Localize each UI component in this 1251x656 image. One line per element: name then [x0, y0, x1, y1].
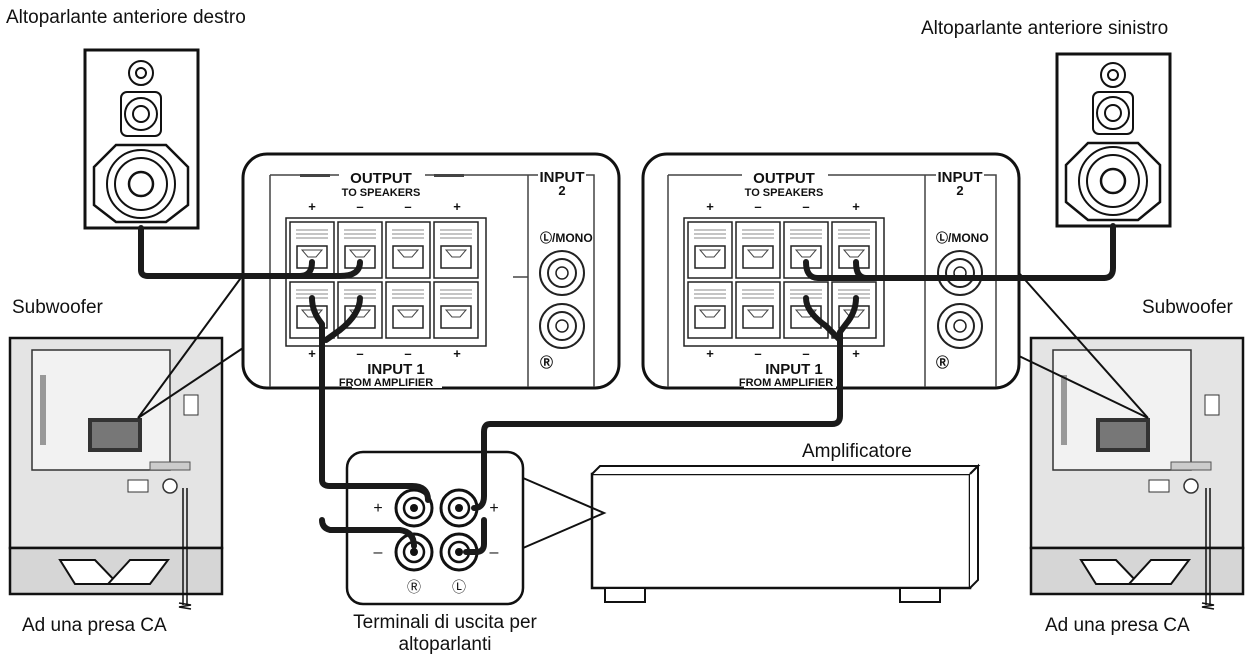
- callout-left: [137, 274, 244, 419]
- terminals-label-line1: Terminali di uscita per: [353, 612, 537, 633]
- subwoofer-left-label: Subwoofer: [12, 297, 104, 318]
- to-speakers-label-left: TO SPEAKERS: [342, 187, 421, 199]
- amp-plus-left: +: [373, 500, 382, 517]
- amp-plus-right: +: [489, 500, 498, 517]
- from-amplifier-label-left: FROM AMPLIFIER: [339, 377, 433, 389]
- rca-jack-r-left: [539, 303, 585, 349]
- polarity-8: +: [453, 346, 461, 361]
- output-label-left: OUTPUT: [350, 170, 412, 187]
- callout-amplifier: [522, 477, 607, 549]
- amp-minus-right: –: [490, 544, 499, 561]
- r-label-left: Ⓡ: [540, 355, 553, 370]
- front-right-speaker: [83, 48, 200, 230]
- polarity-2: –: [356, 199, 363, 214]
- amp-r-label: Ⓡ: [407, 579, 421, 595]
- polarity-r7: –: [802, 346, 809, 361]
- amplifier-label: Amplificatore: [802, 441, 912, 462]
- power-cord-right: [1201, 488, 1215, 610]
- amplifier: [590, 463, 981, 603]
- polarity-r5: +: [706, 346, 714, 361]
- polarity-6: –: [356, 346, 363, 361]
- front-right-speaker-label: Altoparlante anteriore destro: [6, 7, 246, 28]
- front-left-speaker: [1055, 52, 1172, 228]
- to-speakers-label-right: TO SPEAKERS: [745, 187, 824, 199]
- terminal-block-left: [285, 217, 487, 347]
- subwoofer-right-label: Subwoofer: [1142, 297, 1234, 318]
- terminal-block-right: [683, 217, 885, 347]
- amp-l-label: Ⓛ: [452, 579, 466, 595]
- mono-label-left: Ⓛ/MONO: [540, 230, 593, 245]
- input2-label-left: INPUT: [540, 169, 585, 186]
- input2-number-left: 2: [558, 183, 565, 198]
- callout-right: [1018, 272, 1149, 419]
- from-amplifier-label-right: FROM AMPLIFIER: [739, 377, 833, 389]
- rca-jack-mono-left: [539, 250, 585, 296]
- mono-label-right: Ⓛ/MONO: [936, 230, 989, 245]
- ac-outlet-left-label: Ad una presa CA: [22, 615, 167, 636]
- subwoofer-left: [8, 336, 224, 596]
- input2-number-right: 2: [956, 183, 963, 198]
- polarity-r1: +: [706, 199, 714, 214]
- input2-label-right: INPUT: [938, 169, 983, 186]
- polarity-r6: –: [754, 346, 761, 361]
- rca-jack-r-right: [937, 303, 983, 349]
- terminals-label-line2: altoparlanti: [399, 634, 492, 655]
- polarity-5: +: [308, 346, 316, 361]
- polarity-4: +: [453, 199, 461, 214]
- output-label-right: OUTPUT: [753, 170, 815, 187]
- front-left-speaker-label: Altoparlante anteriore sinistro: [921, 18, 1168, 39]
- polarity-r2: –: [754, 199, 761, 214]
- input1-label-right: INPUT 1: [765, 361, 823, 378]
- input1-label-left: INPUT 1: [367, 361, 425, 378]
- r-label-right: Ⓡ: [936, 355, 949, 370]
- polarity-7: –: [404, 346, 411, 361]
- subwoofer-right: [1029, 336, 1245, 596]
- rca-jack-mono-right: [937, 250, 983, 296]
- amp-minus-left: –: [374, 544, 383, 561]
- polarity-r3: –: [802, 199, 809, 214]
- ac-outlet-right-label: Ad una presa CA: [1045, 615, 1190, 636]
- speaker-cables: [138, 223, 1116, 555]
- polarity-r4: +: [852, 199, 860, 214]
- polarity-r8: +: [852, 346, 860, 361]
- polarity-3: –: [404, 199, 411, 214]
- power-cord-left: [178, 488, 192, 610]
- polarity-1: +: [308, 199, 316, 214]
